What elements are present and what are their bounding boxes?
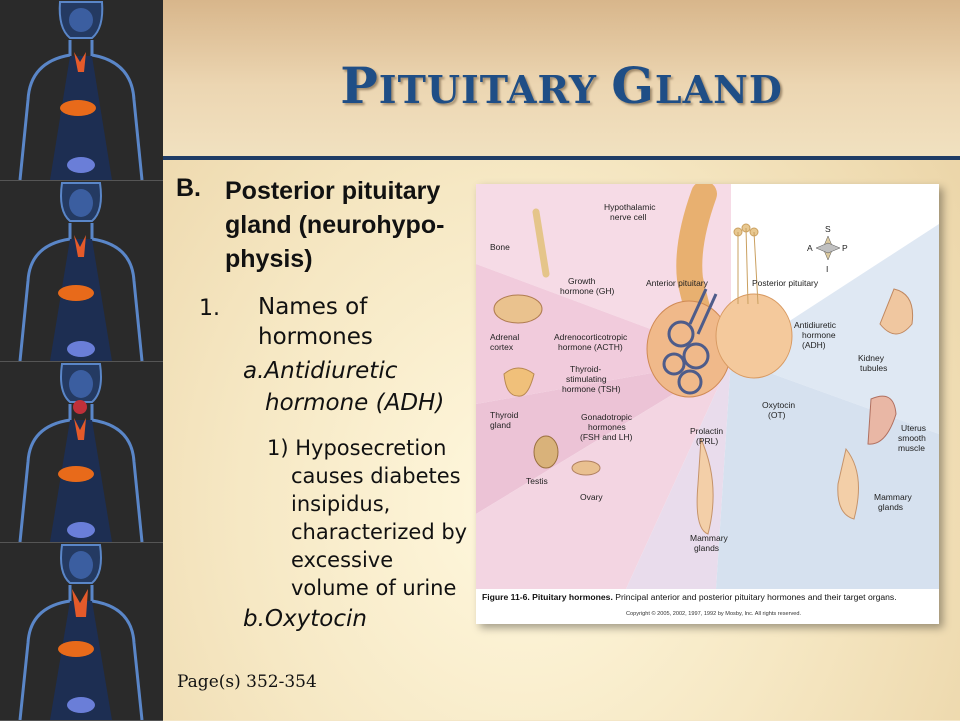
testis-icon bbox=[533, 435, 559, 469]
figure-copyright: Copyright © 2005, 2002, 1997, 1992 by Mo… bbox=[626, 611, 802, 617]
figure-caption: Figure 11-6. Pituitary hormones. Princip… bbox=[482, 592, 897, 602]
svg-text:Anterior pituitary: Anterior pituitary bbox=[646, 278, 709, 288]
kidney-icon bbox=[879, 288, 914, 335]
body-silhouette-icon bbox=[18, 363, 144, 542]
body-silhouette-icon bbox=[18, 1, 144, 180]
header-divider bbox=[163, 156, 960, 160]
body-silhouette-icon bbox=[18, 544, 144, 720]
item-text: Names of hormones bbox=[258, 294, 373, 350]
subitem-hyposecretion: 1) Hyposecretion causes diabetes insipid… bbox=[267, 436, 468, 600]
svg-text:Posterior pituitary: Posterior pituitary bbox=[752, 278, 819, 288]
subitem-adh: a.Antidiuretic hormone (ADH) bbox=[243, 358, 445, 416]
svg-text:Ovary: Ovary bbox=[580, 492, 603, 502]
compass-posterior: P bbox=[842, 243, 848, 253]
uterus-icon bbox=[867, 395, 897, 445]
page-reference: Page(s) 352-354 bbox=[177, 672, 317, 692]
compass-inferior: I bbox=[826, 264, 828, 274]
svg-text:Bone: Bone bbox=[490, 242, 510, 252]
thyroid-icon bbox=[503, 367, 535, 397]
bone-icon bbox=[532, 208, 550, 278]
body-silhouette-panel bbox=[0, 543, 163, 721]
item-number: 1. bbox=[199, 296, 220, 321]
slide-header bbox=[163, 0, 960, 156]
svg-text:Testis: Testis bbox=[526, 476, 548, 486]
body-silhouette-icon bbox=[18, 182, 144, 361]
body-silhouette-panel bbox=[0, 362, 163, 543]
slide-title: PITUITARY GLAND bbox=[340, 56, 783, 115]
svg-text:Oxytocin(OT): Oxytocin(OT) bbox=[762, 400, 795, 420]
section-heading: Posterior pituitary gland (neurohypo- ph… bbox=[225, 177, 445, 273]
adrenal-icon bbox=[493, 294, 543, 324]
section-letter: B. bbox=[176, 174, 201, 202]
orientation-compass: S A P I bbox=[807, 224, 848, 274]
compass-superior: S bbox=[825, 224, 831, 234]
svg-text:Prolactin(PRL): Prolactin(PRL) bbox=[690, 426, 723, 446]
subitem-oxytocin: b.Oxytocin bbox=[243, 606, 367, 632]
compass-anterior: A bbox=[807, 243, 813, 253]
mammary-icon bbox=[837, 447, 859, 520]
breast-icon bbox=[696, 438, 714, 535]
body-silhouette-panel bbox=[0, 0, 163, 181]
body-silhouette-panel bbox=[0, 181, 163, 362]
anatomy-strip bbox=[0, 0, 163, 721]
slide: PITUITARY GLAND B. Posterior pituitary g… bbox=[163, 0, 960, 720]
ovary-icon bbox=[571, 460, 601, 476]
